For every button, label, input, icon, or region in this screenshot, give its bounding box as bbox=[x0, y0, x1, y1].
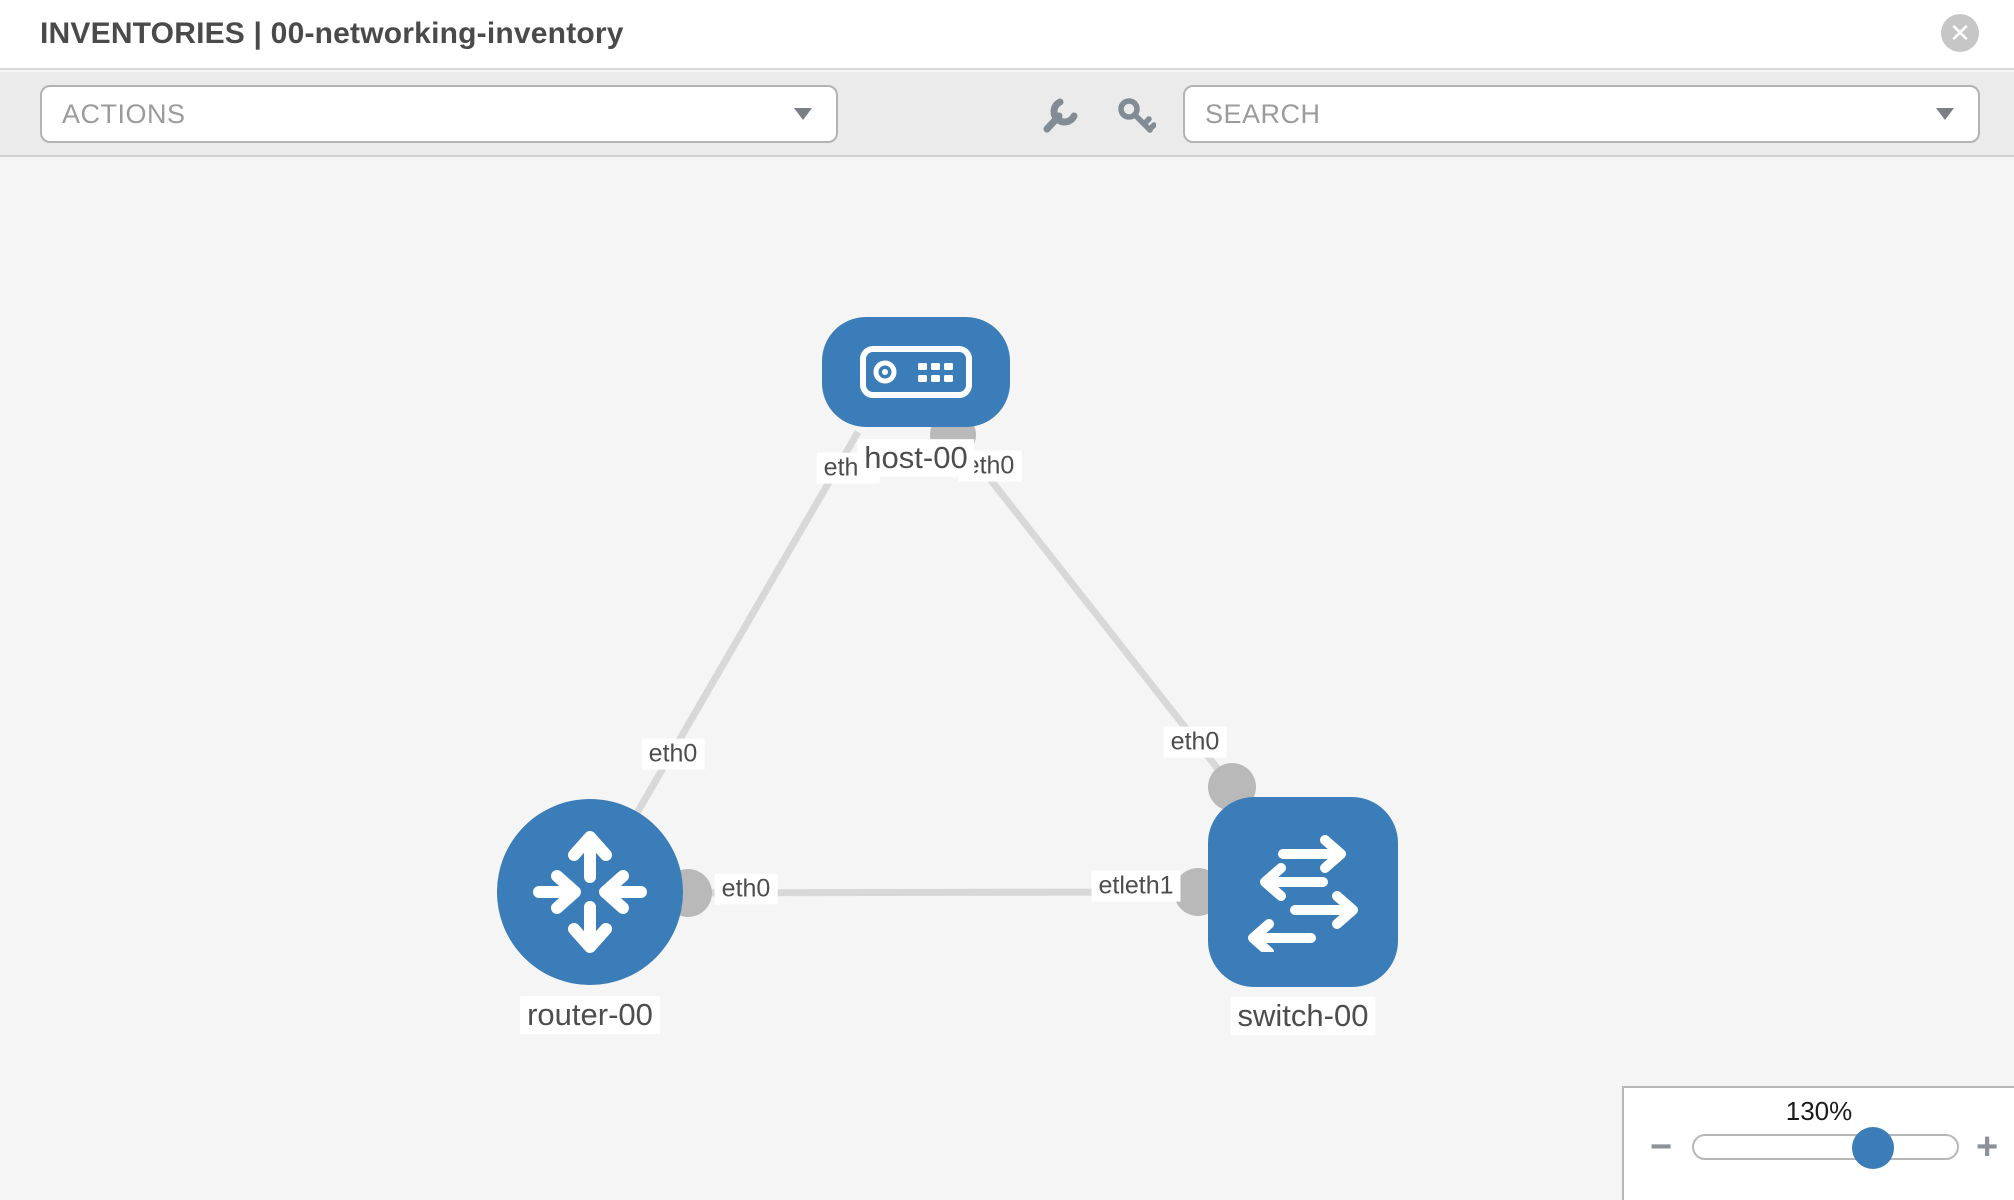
host-icon bbox=[860, 346, 972, 398]
actions-dropdown[interactable]: ACTIONS bbox=[40, 85, 838, 143]
topology-canvas[interactable]: eth0 eth0 eth0 eth0 eth0 etleth1 host-00… bbox=[0, 159, 2014, 1200]
wrench-icon bbox=[1043, 98, 1078, 133]
node-label-host-00: host-00 bbox=[857, 439, 975, 477]
key-button[interactable] bbox=[1116, 96, 1157, 136]
node-label-router-00: router-00 bbox=[520, 996, 660, 1034]
wrench-button[interactable] bbox=[1038, 96, 1078, 136]
page-title: INVENTORIES | 00-networking-inventory bbox=[40, 17, 624, 50]
switch-icon bbox=[1248, 835, 1358, 952]
topology-links-layer bbox=[586, 412, 1256, 917]
iface-label: eth0 bbox=[641, 738, 705, 770]
iface-label: etleth1 bbox=[1091, 870, 1181, 902]
iface-label: eth0 bbox=[714, 873, 778, 905]
panel-header: INVENTORIES | 00-networking-inventory ✕ bbox=[0, 0, 2014, 70]
node-switch-00[interactable] bbox=[1208, 797, 1398, 987]
chevron-down-icon bbox=[794, 108, 812, 120]
close-button[interactable]: ✕ bbox=[1941, 14, 1979, 52]
zoom-slider-thumb[interactable] bbox=[1852, 1127, 1894, 1169]
iface-label: eth0 bbox=[1163, 726, 1227, 758]
zoom-level-value: 130% bbox=[1785, 1096, 1853, 1126]
search-placeholder: SEARCH bbox=[1205, 98, 1321, 129]
chevron-down-icon bbox=[1936, 108, 1954, 120]
node-label-switch-00: switch-00 bbox=[1230, 997, 1376, 1035]
node-host-00[interactable] bbox=[822, 317, 1010, 427]
node-router-00[interactable] bbox=[497, 799, 683, 985]
router-icon bbox=[533, 831, 647, 953]
actions-dropdown-label: ACTIONS bbox=[62, 98, 186, 129]
zoom-in-button[interactable]: + bbox=[1976, 1126, 1999, 1168]
toolbar: ACTIONS SEARCH bbox=[0, 72, 2014, 157]
key-icon bbox=[1118, 98, 1157, 133]
zoom-control-panel: 130% − + bbox=[1622, 1086, 2014, 1200]
search-dropdown[interactable]: SEARCH bbox=[1183, 85, 1980, 143]
zoom-out-button[interactable]: − bbox=[1650, 1126, 1673, 1168]
close-icon: ✕ bbox=[1949, 18, 1971, 48]
zoom-slider-track[interactable] bbox=[1692, 1127, 1959, 1169]
